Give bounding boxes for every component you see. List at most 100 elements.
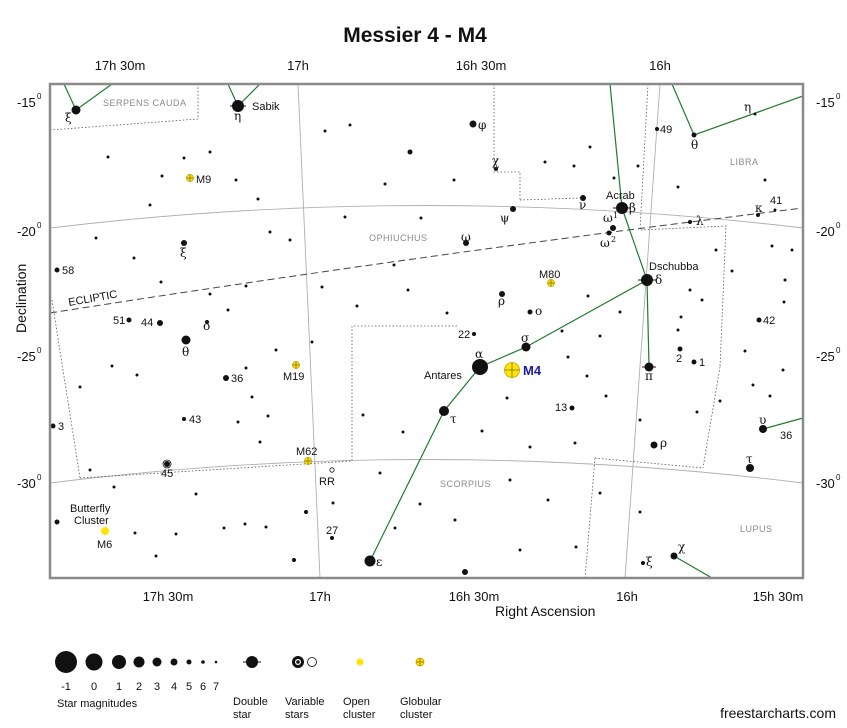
star-point <box>604 394 608 398</box>
star-point <box>573 441 577 445</box>
star-label: τ <box>450 412 457 426</box>
star-point <box>222 526 226 530</box>
star-point <box>527 309 533 315</box>
star-label: 51 <box>113 315 125 327</box>
legend-caption: star <box>233 709 252 721</box>
star-point <box>243 522 247 526</box>
star-label: 49 <box>660 124 672 136</box>
chart-title: Messier 4 - M4 <box>343 24 487 47</box>
star-point <box>148 203 152 207</box>
ra-ticks-top: 17h 30m 17h 16h 30m 16h <box>95 58 671 73</box>
star-point <box>264 525 268 529</box>
magnitude-label: 1 <box>116 681 122 693</box>
star-label: 36 <box>231 373 243 385</box>
star-point <box>679 315 683 319</box>
target-label: M4 <box>523 363 542 378</box>
dec-tick-minutes: 0 <box>37 346 42 355</box>
dec-grid-line <box>50 205 803 229</box>
legend-caption: Star magnitudes <box>57 698 138 710</box>
dec-tick-minutes: 0 <box>37 221 42 230</box>
magnitude-dot <box>112 655 126 669</box>
star-point <box>164 461 170 467</box>
star-point <box>50 423 56 429</box>
star-label: ε <box>376 555 382 569</box>
star-label: 3 <box>58 421 64 433</box>
magnitude-label: 3 <box>154 681 160 693</box>
magnitude-label: 0 <box>91 681 97 693</box>
star-point <box>452 178 456 182</box>
star-point <box>323 129 327 133</box>
star-point <box>759 425 767 433</box>
star-label: ν <box>579 198 586 212</box>
star-point <box>714 248 718 252</box>
legend-caption: Open <box>343 696 370 708</box>
star-point <box>378 471 382 475</box>
star-point <box>610 225 616 231</box>
star-label: β <box>629 201 636 215</box>
legend-caption: Globular <box>400 696 442 708</box>
magnitude-label: -1 <box>61 681 71 693</box>
legend-caption: Variable <box>285 696 325 708</box>
star-point <box>677 346 683 352</box>
star-point <box>205 320 209 324</box>
star-point <box>194 492 198 496</box>
star-label: 2 <box>676 353 682 365</box>
star-point <box>756 213 760 217</box>
star-name-label: Antares <box>424 370 462 382</box>
star-point <box>401 430 405 434</box>
star-point <box>292 558 296 562</box>
dec-tick-label: -25 <box>17 349 36 364</box>
cluster-m80 <box>547 279 555 287</box>
star-point <box>505 396 509 400</box>
star-point <box>638 418 642 422</box>
star-point <box>274 348 278 352</box>
star-label: σ <box>521 331 529 345</box>
star-point <box>572 164 576 168</box>
star-point <box>688 220 692 224</box>
star-name-label: Sabik <box>252 101 280 113</box>
star-label: 58 <box>62 265 74 277</box>
legend-caption: cluster <box>343 709 376 721</box>
magnitude-dot <box>201 660 205 664</box>
star-point <box>258 440 262 444</box>
star-point <box>763 178 767 182</box>
cluster-m62 <box>304 457 312 465</box>
cluster-m19 <box>292 361 300 369</box>
star-label: ο <box>203 319 210 333</box>
star-point <box>94 236 98 240</box>
dec-tick-label: -25 <box>816 349 835 364</box>
star-label: ξ <box>65 111 72 125</box>
star-point <box>585 374 589 378</box>
star-point <box>606 230 612 236</box>
dec-grid-line <box>50 459 803 484</box>
star-point <box>691 132 697 138</box>
star-point <box>223 375 229 381</box>
star-point <box>407 149 413 155</box>
constellation-lines <box>63 84 803 578</box>
star-point <box>288 238 292 242</box>
ra-tick-label: 16h 30m <box>449 589 500 604</box>
star-point <box>510 206 516 212</box>
star-point <box>480 429 484 433</box>
star-label: 1 <box>699 357 705 369</box>
star-point <box>304 510 308 514</box>
cluster-label: M19 <box>283 371 304 383</box>
star-point <box>135 373 139 377</box>
star-point <box>244 284 248 288</box>
star-label: θ <box>691 138 698 152</box>
star-point <box>580 195 586 201</box>
star-point <box>638 510 642 514</box>
map-area <box>48 82 805 580</box>
cluster-label: M9 <box>196 174 211 186</box>
star-point <box>695 410 699 414</box>
star-point <box>751 383 755 387</box>
star-label: 1 <box>613 211 618 220</box>
star-point <box>182 417 186 421</box>
star-point <box>106 155 110 159</box>
star-label: δ <box>655 273 662 287</box>
star-point <box>320 285 324 289</box>
star-point <box>768 394 772 398</box>
star-point <box>71 105 81 115</box>
dec-tick-label: -20 <box>17 224 36 239</box>
